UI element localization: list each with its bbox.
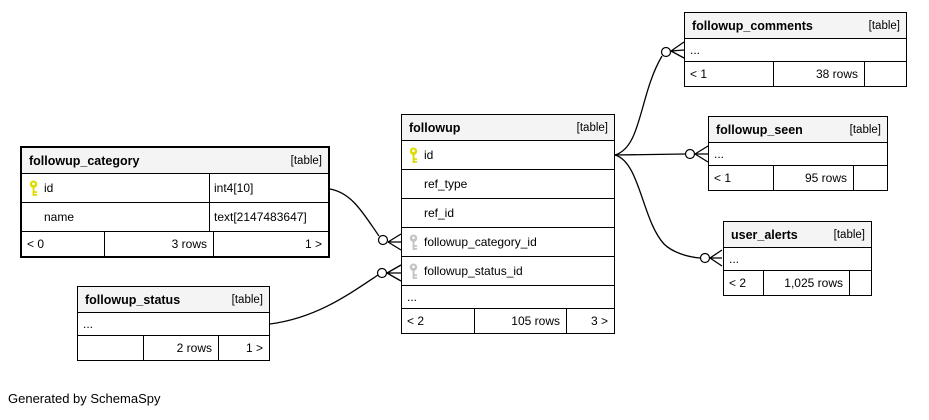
zero-or-one-circle bbox=[377, 234, 389, 246]
crow-foot bbox=[670, 41, 685, 59]
table-header: followup_seen [table] bbox=[709, 117, 887, 143]
table-header: user_alerts [table] bbox=[724, 222, 871, 248]
table-name[interactable]: followup_seen bbox=[716, 122, 803, 137]
column-row: followup_status_id bbox=[402, 257, 614, 286]
table-kind-label: [table] bbox=[576, 121, 608, 134]
footer-children-count bbox=[853, 166, 887, 190]
column-name: ref_type bbox=[424, 177, 468, 191]
column-name: followup_status_id bbox=[424, 264, 523, 278]
edge-followup_status-to-followup bbox=[269, 264, 402, 325]
hidden-columns-ellipsis: ... bbox=[724, 248, 871, 271]
table-name[interactable]: user_alerts bbox=[731, 227, 798, 242]
edge-followup_category-to-followup bbox=[329, 188, 402, 251]
crow-foot bbox=[387, 233, 402, 251]
footer-parents-count: < 2 bbox=[729, 276, 747, 290]
column-row: name text[2147483647] bbox=[22, 203, 328, 232]
table-kind-label: [table] bbox=[849, 123, 881, 136]
column-row: id int4[10] bbox=[22, 174, 328, 203]
column-row: ref_id bbox=[402, 199, 614, 228]
footer-parents-count: < 1 bbox=[690, 67, 708, 81]
table-footer: < 2 1,025 rows bbox=[724, 271, 871, 295]
table-name[interactable]: followup_status bbox=[85, 292, 181, 307]
table-followup_category[interactable]: followup_category [table] id int4[10] name te… bbox=[20, 146, 330, 258]
footer-row-count: 1,025 rows bbox=[763, 271, 849, 295]
column-name: followup_category_id bbox=[424, 235, 537, 249]
footer-row-count: 3 rows bbox=[104, 232, 213, 256]
footer-parents-count: < 2 bbox=[407, 314, 425, 328]
edge-followup-to-followup_seen bbox=[614, 145, 709, 163]
footer-parents-count bbox=[78, 336, 143, 360]
edge-followup-to-user_alerts bbox=[614, 154, 723, 267]
foreign-key-icon bbox=[408, 234, 424, 251]
footer-parents-count: < 0 bbox=[27, 237, 45, 251]
footer-row-count: 105 rows bbox=[474, 309, 566, 333]
footer-row-count: 95 rows bbox=[773, 166, 853, 190]
edge-followup-to-followup_comments bbox=[614, 41, 685, 156]
column-type: int4[10] bbox=[209, 174, 328, 202]
table-header: followup_category [table] bbox=[22, 148, 328, 174]
footer-row-count: 2 rows bbox=[143, 336, 218, 360]
zero-or-one-circle bbox=[376, 267, 388, 279]
table-name[interactable]: followup_comments bbox=[692, 18, 813, 33]
footer-children-count: 3 > bbox=[566, 309, 614, 333]
foreign-key-icon bbox=[408, 263, 424, 280]
zero-or-one-circle bbox=[684, 148, 696, 160]
footer-children-count: 1 > bbox=[218, 336, 269, 360]
table-header: followup_comments [table] bbox=[685, 13, 906, 39]
table-name[interactable]: followup_category bbox=[29, 153, 140, 168]
table-followup_seen[interactable]: followup_seen [table]... < 1 95 rows bbox=[708, 116, 888, 191]
column-name-cell: id bbox=[402, 141, 614, 169]
column-name: id bbox=[424, 148, 434, 162]
generated-by-note: Generated by SchemaSpy bbox=[8, 391, 161, 406]
table-header: followup [table] bbox=[402, 115, 614, 141]
column-row: id bbox=[402, 141, 614, 170]
table-followup_comments[interactable]: followup_comments [table]... < 1 38 rows bbox=[684, 12, 907, 87]
table-kind-label: [table] bbox=[833, 228, 865, 241]
column-name-cell: name bbox=[22, 203, 209, 231]
column-type: text[2147483647] bbox=[209, 203, 328, 231]
table-user_alerts[interactable]: user_alerts [table]... < 2 1,025 rows bbox=[723, 221, 872, 296]
column-name-cell: id bbox=[22, 174, 209, 202]
table-kind-label: [table] bbox=[231, 293, 263, 306]
table-kind-label: [table] bbox=[290, 154, 322, 167]
table-kind-label: [table] bbox=[868, 19, 900, 32]
crow-foot bbox=[709, 249, 723, 267]
hidden-columns-ellipsis: ... bbox=[78, 313, 269, 336]
table-header: followup_status [table] bbox=[78, 287, 269, 313]
hidden-columns-ellipsis: ... bbox=[709, 143, 887, 166]
zero-or-one-circle bbox=[699, 252, 711, 264]
column-name-cell: followup_category_id bbox=[402, 228, 614, 256]
footer-row-count: 38 rows bbox=[773, 62, 864, 86]
table-name[interactable]: followup bbox=[409, 120, 461, 135]
crow-foot bbox=[386, 264, 402, 282]
column-name-cell: ref_type bbox=[402, 170, 614, 198]
zero-or-one-circle bbox=[660, 46, 672, 58]
column-row: followup_category_id bbox=[402, 228, 614, 257]
footer-parents-count: < 1 bbox=[714, 171, 732, 185]
column-name: ref_id bbox=[424, 206, 455, 220]
column-name: id bbox=[44, 181, 54, 195]
primary-key-icon bbox=[408, 147, 424, 164]
column-name: name bbox=[44, 210, 75, 224]
footer-children-count bbox=[849, 271, 871, 295]
footer-children-count: 1 > bbox=[213, 232, 328, 256]
crow-foot bbox=[694, 145, 709, 163]
table-footer: < 1 95 rows bbox=[709, 166, 887, 190]
column-name-cell: followup_status_id bbox=[402, 257, 614, 285]
footer-children-count bbox=[864, 62, 906, 86]
table-followup[interactable]: followup [table] id ref_type ref_id followup_… bbox=[401, 114, 615, 334]
column-row: ref_type bbox=[402, 170, 614, 199]
column-name-cell: ref_id bbox=[402, 199, 614, 227]
hidden-columns-ellipsis: ... bbox=[402, 286, 614, 309]
hidden-columns-ellipsis: ... bbox=[685, 39, 906, 62]
table-footer: < 1 38 rows bbox=[685, 62, 906, 86]
primary-key-icon bbox=[28, 180, 44, 197]
